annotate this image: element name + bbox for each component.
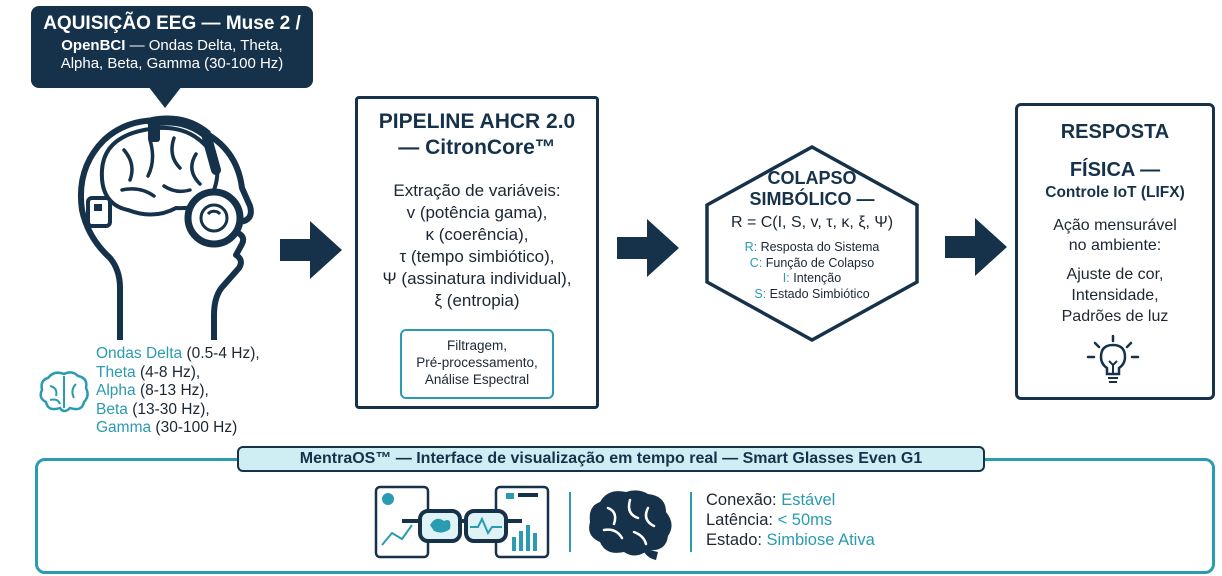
smart-glasses-dashboard-icon (374, 485, 550, 559)
legend-text: Resposta do Sistema (757, 240, 880, 254)
pipeline-line: κ (coerência), (425, 225, 529, 244)
status-value: Estável (781, 491, 836, 509)
status-state: Estado: Simbiose Ativa (706, 530, 875, 550)
wave-range: (30-100 Hz) (151, 419, 238, 436)
eeg-acquisition-callout: AQUISIÇÃO EEG — Muse 2 / OpenBCI — Ondas… (31, 6, 313, 88)
brain-icon (589, 490, 672, 560)
wave-delta: Ondas Delta (0.5-4 Hz), (96, 345, 260, 364)
arrow-right-icon (945, 218, 1007, 276)
acquisition-line-3: Alpha, Beta, Gamma (30-100 Hz) (60, 55, 284, 72)
acquisition-device: OpenBCI (61, 37, 126, 54)
wave-range: (8-13 Hz), (135, 382, 209, 399)
response-title-line: FÍSICA — (1069, 159, 1161, 181)
pipeline-line: ξ (entropia) (434, 291, 520, 310)
arrow-right-icon (280, 221, 342, 279)
response-control: Ajuste de cor, (1066, 266, 1164, 283)
mentraos-title: MentraOS™ — Interface de visualização em… (237, 446, 985, 472)
response-body-line: no ambiente: (1068, 237, 1162, 254)
wave-range: (0.5-4 Hz), (182, 345, 260, 362)
legend-key: I: (782, 271, 790, 285)
wave-beta: Beta (13-30 Hz), (96, 401, 260, 420)
wave-name: Alpha (96, 382, 136, 399)
wave-gamma: Gamma (30-100 Hz) (96, 419, 260, 438)
wave-name: Theta (96, 363, 136, 381)
legend-text: Intenção (789, 271, 842, 285)
pipeline-box: PIPELINE AHCR 2.0 — CitronCore™ Extração… (355, 96, 599, 409)
acquisition-line-2: OpenBCI — Ondas Delta, Theta, (31, 37, 313, 54)
legend-item: R: Resposta do Sistema (703, 240, 921, 256)
status-latency: Latência: < 50ms (706, 510, 875, 530)
pipeline-variables: Extração de variáveis: v (potência gama)… (358, 180, 596, 312)
brain-waves-icon (36, 368, 92, 421)
legend-key: R: (744, 240, 758, 254)
response-title-line: RESPOSTA (1060, 121, 1170, 143)
status-value: Simbiose Ativa (766, 531, 875, 549)
symbolic-collapse-box: COLAPSO SIMBÓLICO — R = C(I, S, v, τ, κ,… (703, 168, 921, 302)
divider (569, 492, 571, 552)
collapse-legend: R: Resposta do Sistema C: Função de Cola… (703, 240, 921, 302)
filter-line: Análise Espectral (424, 372, 530, 387)
collapse-title-line: SIMBÓLICO — (749, 189, 875, 209)
wave-alpha: Alpha (8-13 Hz), (96, 382, 260, 401)
arrow-right-icon (617, 219, 679, 277)
divider (690, 492, 692, 552)
status-label: Conexão: (706, 491, 782, 509)
wave-name: Gamma (96, 419, 152, 436)
legend-item: I: Intenção (703, 271, 921, 287)
legend-key: C: (749, 255, 763, 270)
physical-response-box: RESPOSTA FÍSICA — Controle IoT (LIFX) Aç… (1015, 103, 1215, 400)
collapse-formula: R = C(I, S, v, τ, κ, ξ, Ψ) (730, 214, 894, 231)
wave-name: Beta (96, 400, 128, 418)
pipeline-line: Ψ (assinatura individual), (382, 269, 572, 288)
filter-line: Pré-processamento, (416, 355, 538, 370)
collapse-shape (703, 145, 921, 342)
legend-key: S: (754, 286, 767, 301)
wave-theta: Theta (4-8 Hz), (96, 364, 260, 383)
response-control: Padrões de luz (1061, 308, 1169, 325)
legend-text: Função de Colapso (762, 255, 875, 270)
legend-item: S: Estado Simbiótico (703, 287, 921, 303)
pipeline-subtitle: — CitronCore™ (398, 136, 556, 159)
lightbulb-icon (1086, 335, 1140, 383)
response-control: Intensidade, (1071, 287, 1159, 304)
brain-headset-icon (78, 115, 254, 340)
status-label: Latência: (706, 511, 778, 529)
callout-pointer (148, 86, 182, 108)
wave-range: (4-8 Hz), (135, 363, 201, 381)
filter-line: Filtragem, (446, 338, 507, 353)
response-controls: Ajuste de cor, Intensidade, Padrões de l… (1018, 264, 1212, 327)
wave-range: (13-30 Hz), (127, 400, 210, 418)
legend-item: C: Função de Colapso (703, 256, 921, 272)
acquisition-waves-intro: — Ondas Delta, Theta, (125, 37, 283, 54)
pipeline-line: Extração de variáveis: (393, 181, 561, 200)
wave-name: Ondas Delta (96, 345, 183, 362)
collapse-title-line: COLAPSO (767, 168, 857, 188)
filtering-box: Filtragem, Pré-processamento, Análise Es… (400, 329, 554, 399)
response-body-line: Ação mensurável (1053, 217, 1177, 234)
status-connection: Conexão: Estável (706, 490, 875, 510)
brainwave-bands-list: Ondas Delta (0.5-4 Hz), Theta (4-8 Hz), … (96, 345, 260, 438)
response-description: Ação mensurável no ambiente: (1018, 216, 1212, 256)
connection-status: Conexão: Estável Latência: < 50ms Estado… (706, 490, 875, 550)
legend-text: Estado Simbiótico (766, 286, 870, 301)
pipeline-line: v (potência gama), (406, 203, 548, 222)
pipeline-title: PIPELINE AHCR 2.0 (378, 110, 576, 133)
acquisition-title: AQUISIÇÃO EEG — Muse 2 / (43, 13, 301, 34)
status-value: < 50ms (777, 511, 833, 529)
status-label: Estado: (706, 531, 767, 549)
response-subtitle: Controle IoT (LIFX) (1045, 184, 1185, 201)
pipeline-line: τ (tempo simbiótico), (399, 247, 555, 266)
